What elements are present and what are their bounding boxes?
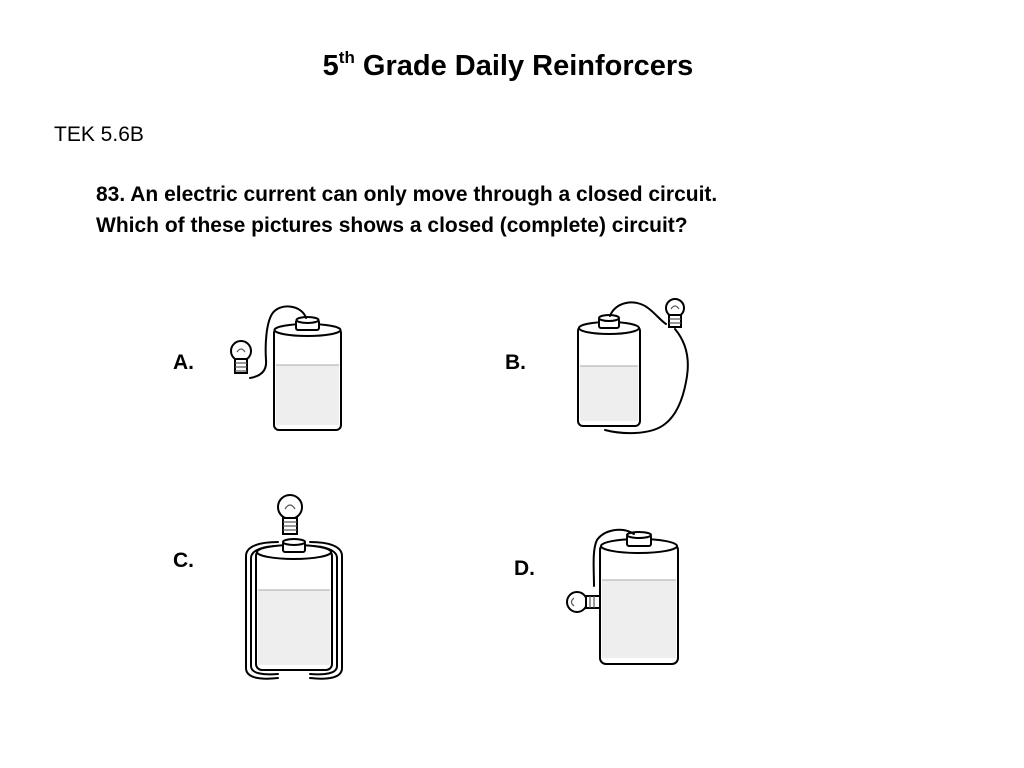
question-line-1: 83. An electric current can only move th… (96, 183, 718, 206)
title-number: 5 (322, 50, 339, 82)
battery-bulb-open-circuit-icon (245, 494, 343, 680)
title-text: Grade Daily Reinforcers (354, 50, 694, 82)
choice-b-label[interactable]: B. (505, 351, 526, 374)
choice-c-label[interactable]: C. (173, 549, 194, 572)
battery-bulb-closed-circuit-icon (577, 298, 689, 435)
choice-a-label[interactable]: A. (173, 351, 194, 374)
tek-code: TEK 5.6B (54, 123, 144, 146)
question-line-2: Which of these pictures shows a closed (… (96, 214, 688, 237)
choice-d-figure[interactable] (562, 520, 692, 670)
choice-d-label[interactable]: D. (514, 557, 535, 580)
choice-a-figure[interactable] (222, 300, 352, 435)
battery-bulb-open-circuit-icon (230, 305, 342, 431)
question-text: 83. An electric current can only move th… (96, 179, 916, 241)
choice-b-figure[interactable] (570, 296, 700, 441)
page-title: 5th Grade Daily Reinforcers (0, 48, 1016, 83)
title-superscript: th (338, 48, 355, 67)
battery-bulb-open-circuit-icon (566, 528, 679, 665)
choice-c-figure[interactable] (240, 490, 360, 685)
